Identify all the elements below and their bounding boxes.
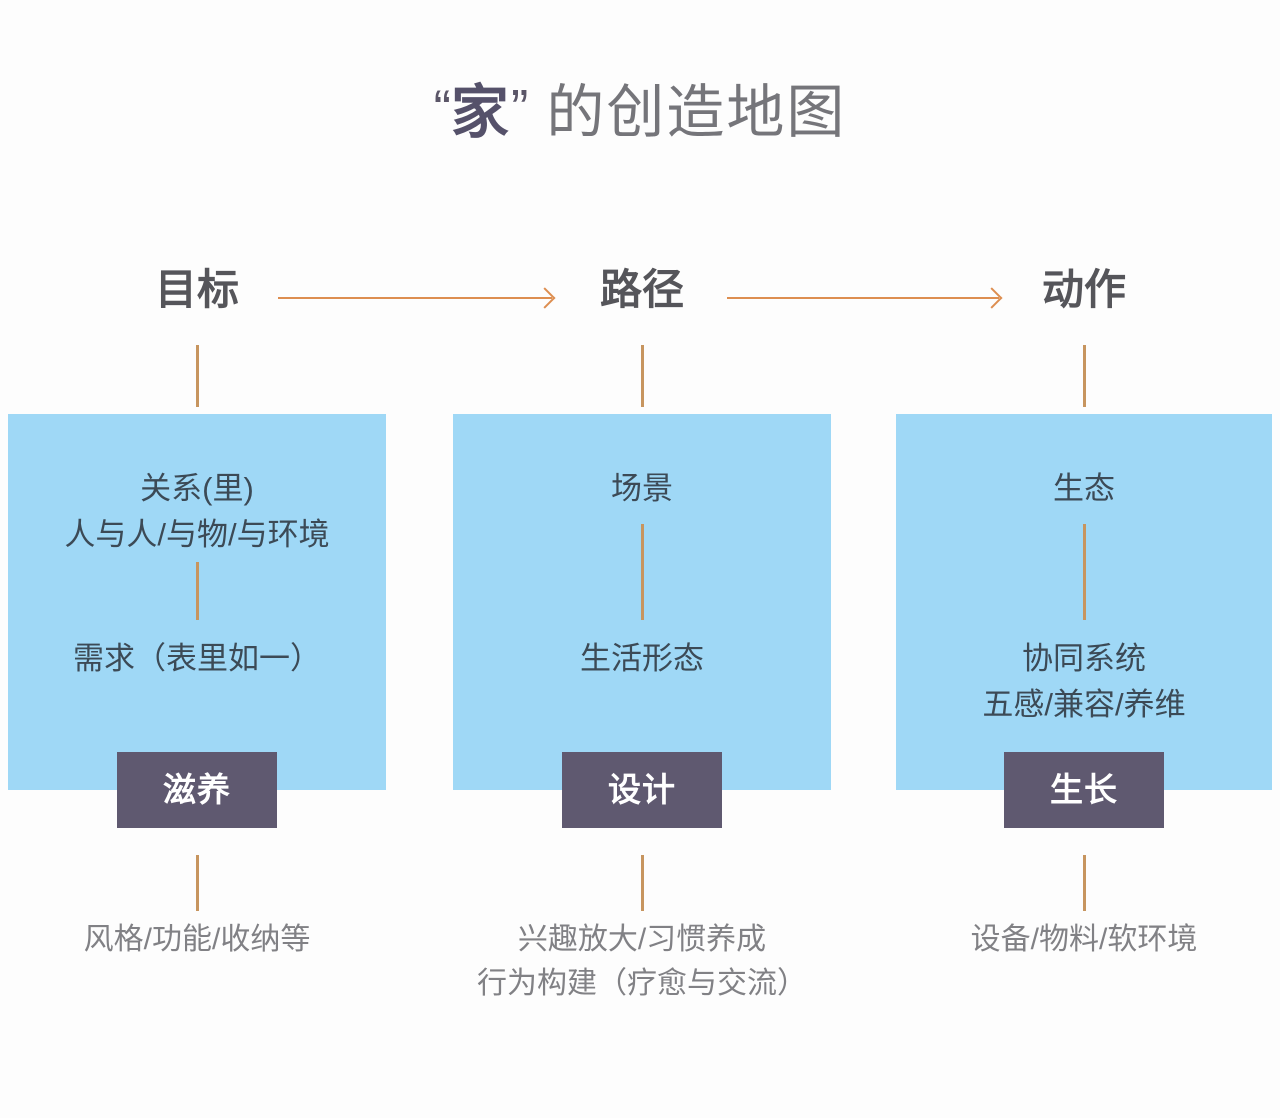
caption-goal-line1: 风格/功能/收纳等 [83,923,311,956]
panel-goal: 关系(里) 人与人/与物/与环境 需求（表里如一） [8,414,386,790]
stage-header-action: 动作 [1041,266,1126,313]
panel-path-top-text: 场景 [453,466,831,512]
caption-action-line1: 设备/物料/软环境 [970,923,1198,956]
panel-action: 生态 协同系统 五感/兼容/养维 [896,414,1272,790]
page-title-wrap: “家” 的创造地图 [0,74,1280,148]
connector-inside-panel-goal [196,562,199,620]
title-accent-word: 家 [450,80,511,145]
arrow-shaft [727,297,999,299]
connector-inside-panel-action [1083,524,1086,620]
arrow-path-to-action-icon [727,287,1003,309]
badge-design[interactable]: 设计 [562,752,722,828]
panel-goal-mid-text: 需求（表里如一） [8,636,386,682]
title-open-quote: “ [433,80,451,138]
connector-panel-to-caption-path [641,855,644,911]
panel-path-top-line1: 场景 [611,471,673,506]
stage-header-goal: 目标 [154,266,239,313]
badge-nourish[interactable]: 滋养 [117,752,277,828]
badge-growth[interactable]: 生长 [1004,752,1164,828]
connector-panel-to-caption-goal [196,855,199,911]
panel-goal-top-text: 关系(里) 人与人/与物/与环境 [8,466,386,558]
connector-header-to-panel [641,345,644,407]
caption-goal: 风格/功能/收纳等 [0,918,410,962]
panel-path: 场景 生活形态 [453,414,831,790]
connector-header-to-panel [196,345,199,407]
panel-action-top-text: 生态 [896,466,1272,512]
stage-header-path: 路径 [599,266,684,313]
diagram-columns: 目标 路径 动作 关系(里) 人与人/与物/与环境 需求（表里如一） 滋养 [0,255,1280,1055]
panel-path-mid-line1: 生活形态 [580,641,704,676]
panel-action-mid-text: 协同系统 五感/兼容/养维 [896,636,1272,728]
panel-action-mid-line1: 协同系统 [1022,641,1146,676]
caption-path-line2: 行为构建（疗愈与交流） [477,967,807,1000]
panel-goal-mid-line1: 需求（表里如一） [73,641,321,676]
connector-panel-to-caption-action [1083,855,1086,911]
page-title: “家” 的创造地图 [0,74,1280,148]
connector-header-to-panel [1083,345,1086,407]
caption-path-line1: 兴趣放大/习惯养成 [517,923,767,956]
connector-inside-panel-path [641,524,644,620]
title-rest: 的创造地图 [546,80,847,145]
panel-goal-top-line2: 人与人/与物/与环境 [64,517,330,552]
arrow-shaft [278,297,552,299]
caption-path: 兴趣放大/习惯养成 行为构建（疗愈与交流） [429,918,855,1006]
panel-goal-top-line1: 关系(里) [140,471,254,506]
panel-action-top-line1: 生态 [1053,471,1115,506]
caption-action: 设备/物料/软环境 [872,918,1280,962]
arrow-goal-to-path-icon [278,287,556,309]
panel-path-mid-text: 生活形态 [453,636,831,682]
panel-action-mid-line2: 五感/兼容/养维 [982,687,1186,722]
title-close-quote: ” [510,80,529,138]
